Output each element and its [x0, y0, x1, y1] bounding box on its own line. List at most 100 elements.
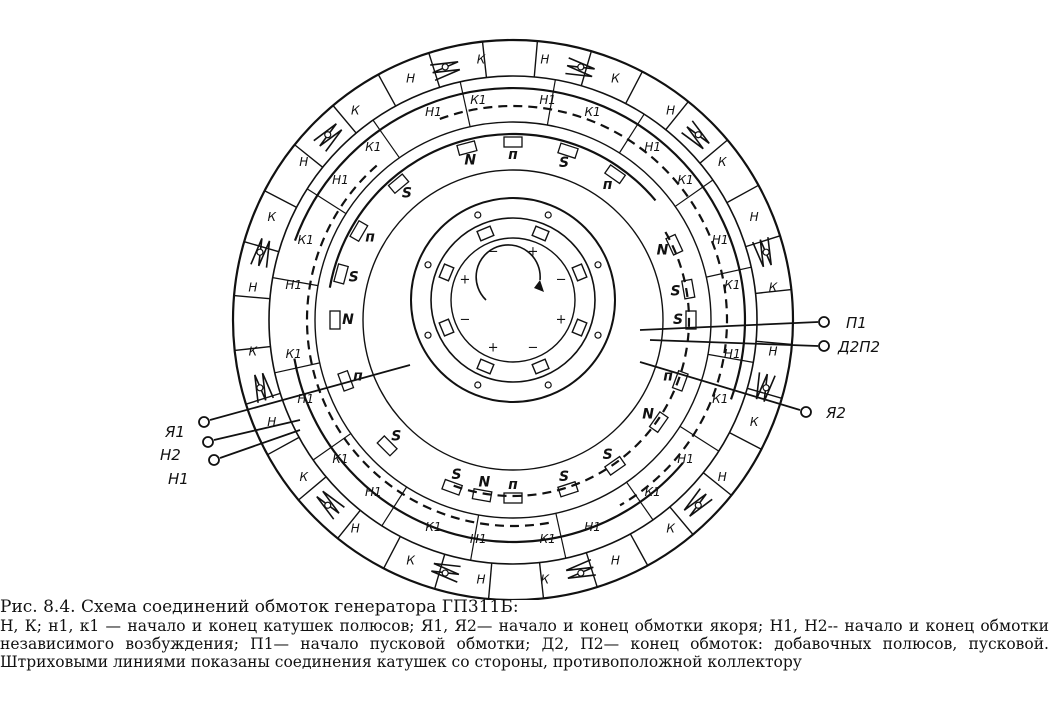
frame-spoke: [755, 288, 792, 295]
coil-label-start: Н: [540, 52, 549, 66]
coil-label-start: Н: [477, 573, 486, 587]
brush-lead-dot: [474, 381, 482, 389]
coil-label-end-inner: К1: [286, 347, 302, 361]
pole-face-ring: [362, 169, 664, 471]
coil-label-start-inner: Н1: [425, 105, 442, 119]
coil-winding: [313, 123, 343, 152]
frame-spoke: [298, 476, 327, 501]
terminal-label-n2: Н2: [160, 446, 181, 464]
coil-label-start: Н: [769, 344, 778, 358]
frame-spoke: [332, 105, 357, 134]
pole-label: п: [663, 368, 673, 384]
pole-shoe: [503, 136, 523, 148]
frame-spokes: [234, 41, 792, 599]
coil-divider: [459, 81, 471, 127]
frame-spoke: [665, 101, 689, 131]
connection-arc: [293, 86, 747, 400]
coil-terminal-dot: [324, 131, 332, 139]
coil-label-end-inner: К1: [584, 105, 600, 119]
frame-spoke: [234, 345, 271, 352]
coil-label-end-inner: К1: [712, 392, 728, 406]
coil-label-start: Н: [299, 155, 308, 169]
coil-winding: [316, 490, 345, 520]
coil-label-start-inner: Н1: [677, 452, 694, 466]
pole-shoe: [681, 278, 696, 300]
coil-label-end: К: [477, 52, 486, 66]
coil-label-start: Н: [406, 71, 415, 85]
pole-shoe: [471, 488, 493, 503]
pole-label: п: [353, 368, 363, 384]
coil-label-end: К: [611, 71, 620, 85]
coil-winding: [683, 488, 713, 517]
coil-terminal-dot: [694, 501, 702, 509]
pole-shoe: [333, 263, 350, 285]
coil-winding: [681, 120, 710, 150]
brush-holders: +−+−+−+−: [424, 211, 602, 389]
brush-holder: [476, 225, 495, 242]
coil-label-end: К: [249, 344, 258, 358]
pole-label: N: [478, 474, 490, 490]
coil-label-end-inner: К1: [677, 173, 693, 187]
frame-spoke: [383, 536, 401, 569]
frame-spoke: [337, 509, 361, 539]
frame-spoke: [756, 340, 792, 346]
terminal-ya1: [198, 416, 210, 428]
terminal-n2: [202, 436, 214, 448]
pole-shoe: [685, 310, 697, 330]
pole-shoe: [349, 219, 369, 243]
coil-terminal-dot: [577, 569, 585, 577]
coil-label-end-inner: К1: [724, 278, 740, 292]
caption-title: Рис. 8.4. Схема соединений обмоток генер…: [0, 597, 519, 617]
brush-holder: [531, 225, 550, 242]
brush-lead-dot: [544, 381, 552, 389]
coil-label-end: К: [351, 103, 360, 117]
coil-divider: [546, 79, 556, 126]
brush-holder: [531, 358, 550, 375]
frame-spoke: [245, 392, 281, 405]
terminal-label-ya1: Я1: [164, 423, 185, 441]
connection-wires: [293, 86, 747, 544]
terminal-labels: П1 Д2П2 Я2 Я1 Н2 Н1: [160, 314, 880, 488]
frame-spoke: [629, 533, 649, 566]
coil-terminal-dot: [762, 384, 770, 392]
frame-spoke: [294, 144, 324, 168]
coil-label-end: К: [268, 210, 277, 224]
coil-label-start: Н: [351, 522, 360, 536]
frame-spoke: [267, 436, 300, 456]
frame-spoke: [625, 71, 643, 104]
pole-label: N: [657, 242, 669, 258]
brush-polarity: −: [460, 312, 471, 327]
terminal-label-ya2: Я2: [825, 404, 846, 422]
brush-polarity: +: [460, 273, 471, 288]
coil-winding: [565, 558, 596, 579]
terminal-ya2: [800, 406, 812, 418]
brush-polarity: −: [527, 341, 538, 356]
brush-lead-dot: [594, 261, 602, 269]
coil-winding: [254, 372, 275, 403]
coil-label-start: Н: [666, 103, 675, 117]
pole-label: S: [452, 467, 462, 483]
coil-winding: [430, 61, 461, 82]
coil-winding: [250, 238, 271, 268]
terminal-label-n1: Н1: [168, 470, 189, 488]
frame-spoke: [702, 472, 732, 496]
armature-ring: [410, 197, 616, 403]
connection-arc: [328, 132, 657, 288]
coil-label-start: Н: [248, 281, 257, 295]
caption-text: Н, К; н1, к1 — начало и конец катушек по…: [0, 617, 1049, 671]
coil-terminal-dot: [441, 63, 449, 71]
brush-lead-dot: [474, 211, 482, 219]
coil-winding: [431, 562, 461, 583]
brush-polarity: −: [488, 244, 499, 259]
frame-spoke: [264, 190, 297, 208]
brush-lead-dot: [424, 261, 432, 269]
